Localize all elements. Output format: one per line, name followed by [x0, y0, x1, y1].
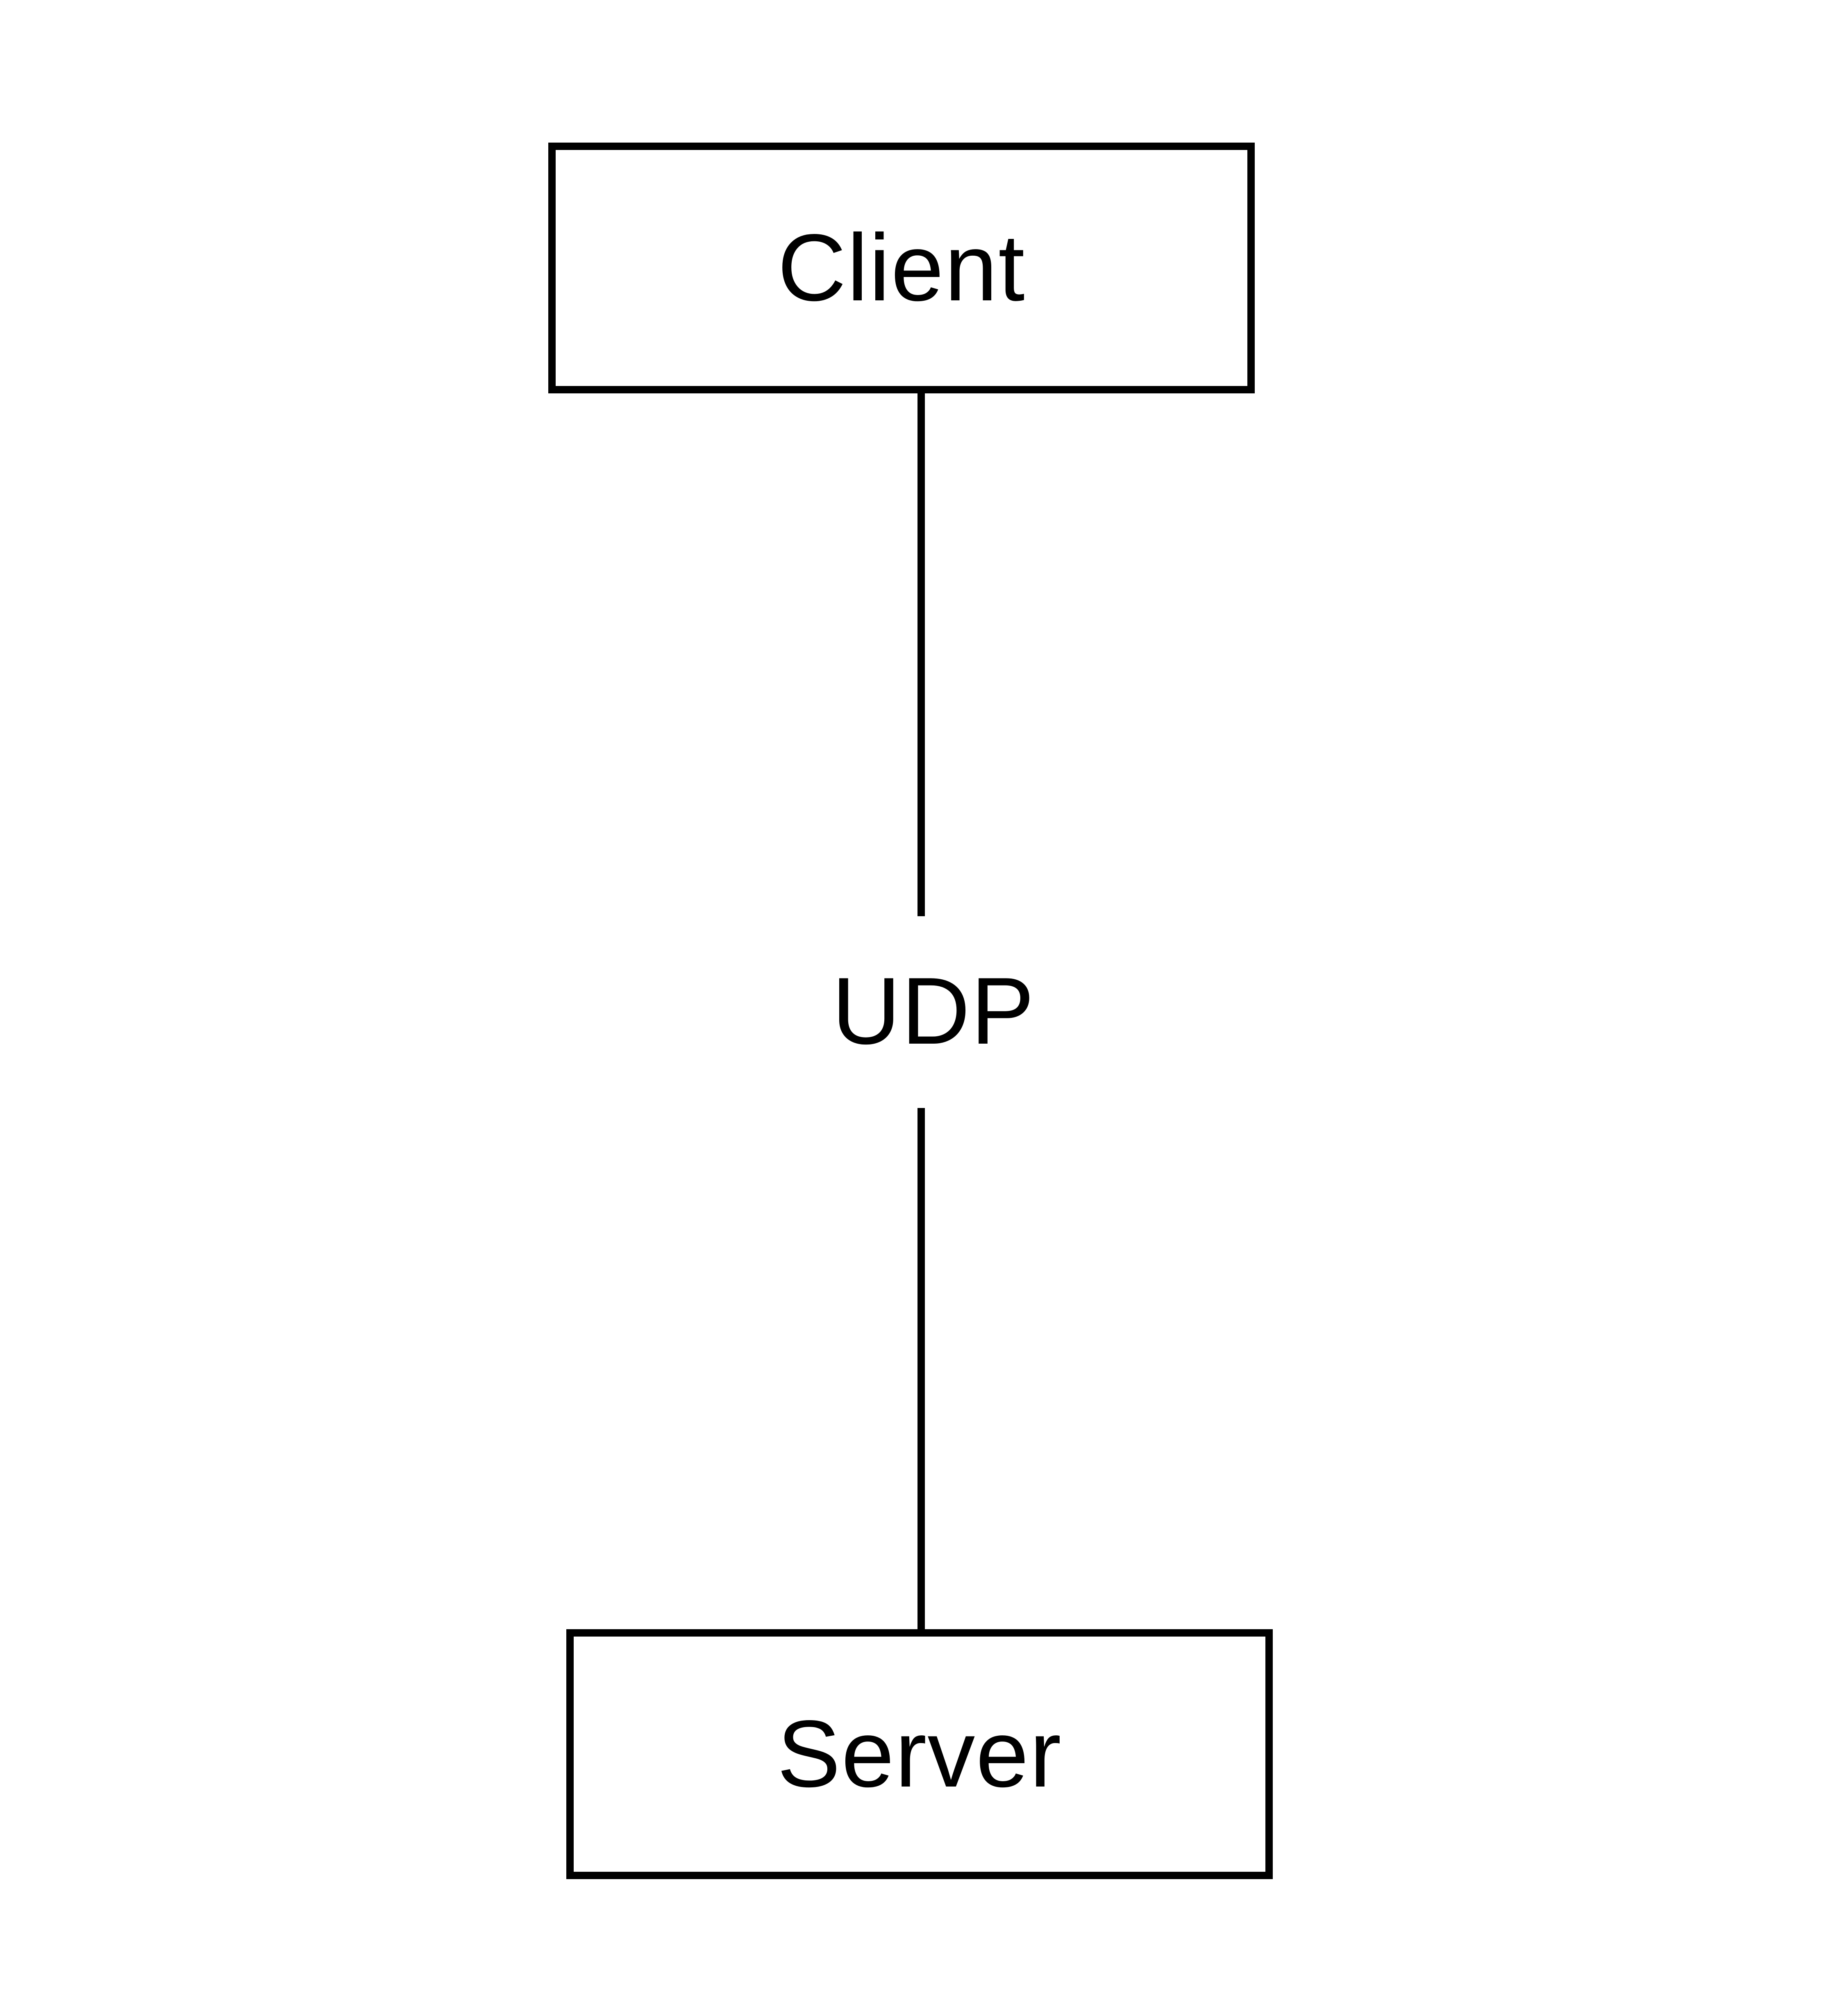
connector-line-top — [917, 393, 925, 916]
client-node: Client — [548, 143, 1255, 393]
server-node: Server — [566, 1629, 1273, 1879]
udp-edge-label: UDP — [832, 958, 1035, 1064]
server-label: Server — [777, 1701, 1062, 1807]
connector-line-bottom — [917, 1108, 925, 1629]
client-label: Client — [777, 215, 1026, 321]
